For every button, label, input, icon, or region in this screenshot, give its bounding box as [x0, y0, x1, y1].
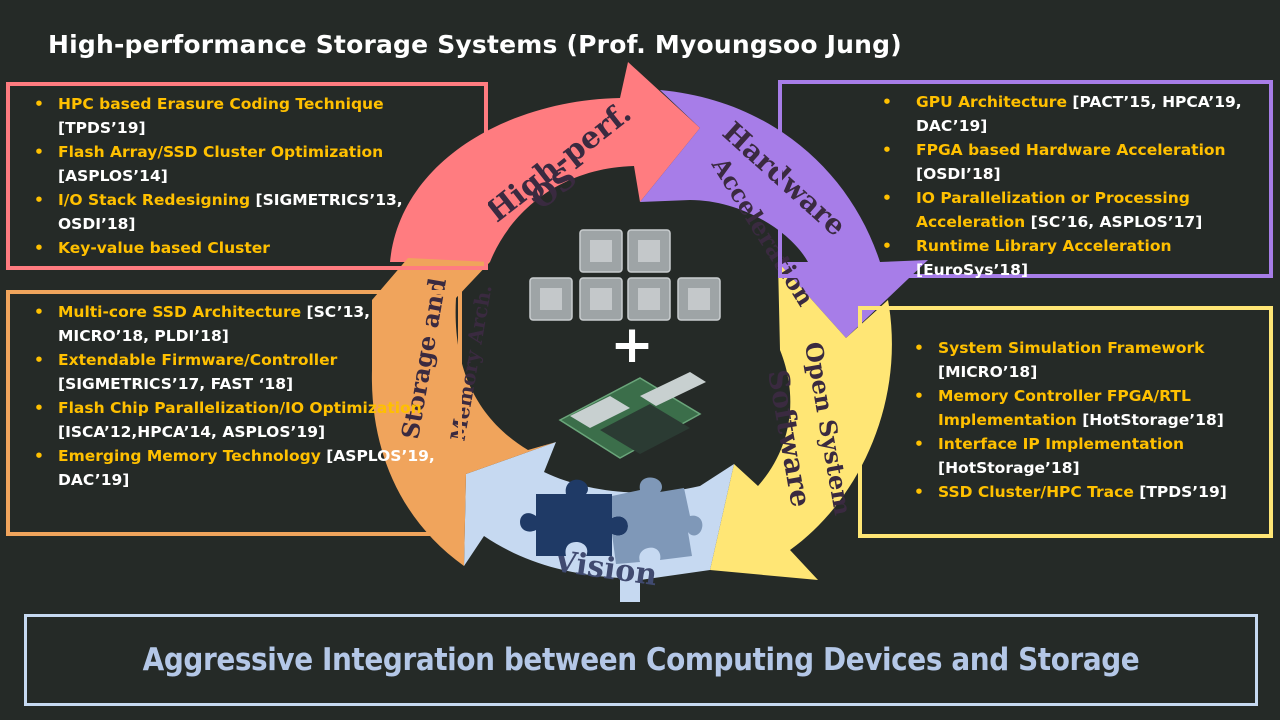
list-item: •Interface IP Implementation [HotStorage…	[914, 435, 1185, 477]
os-topics-box: •HPC based Erasure Coding Technique [TPD…	[6, 82, 488, 270]
list-item: •Emerging Memory Technology [ASPLOS’19, …	[34, 447, 435, 489]
page-title: High-performance Storage Systems (Prof. …	[48, 30, 902, 59]
footer-text: Aggressive Integration between Computing…	[142, 642, 1140, 678]
list-item: •Multi-core SSD Architecture [SC’13, MIC…	[34, 303, 371, 345]
list-item: •I/O Stack Redesigning [SIGMETRICS’13, O…	[34, 191, 403, 233]
list-item: •Flash Chip Parallelization/IO Optimizat…	[34, 399, 422, 441]
list-item: •SSD Cluster/HPC Trace [TPDS’19]	[914, 483, 1227, 501]
sw-arrow	[710, 262, 892, 580]
list-item: •Memory Controller FPGA/RTL Implementati…	[914, 387, 1224, 429]
os-arrow	[390, 62, 700, 262]
list-item: •Extendable Firmware/Controller [SIGMETR…	[34, 351, 338, 393]
list-item: •IO Parallelization or Processing Accele…	[882, 189, 1203, 231]
puzzle-pieces-icon	[520, 477, 703, 564]
hw-topics-box: •GPU Architecture [PACT’15, HPCA’19, DAC…	[778, 80, 1273, 279]
list-item: •GPU Architecture [PACT’15, HPCA’19, DAC…	[882, 93, 1242, 135]
memory-topics-list: •Multi-core SSD Architecture [SC’13, MIC…	[20, 300, 448, 492]
list-item: •HPC based Erasure Coding Technique [TPD…	[34, 95, 384, 137]
list-item: •System Simulation Framework [MICRO’18]	[914, 339, 1205, 381]
list-item: •Flash Array/SSD Cluster Optimization [A…	[34, 143, 384, 185]
list-item: •Runtime Library Acceleration [EuroSys’1…	[882, 237, 1172, 279]
memory-chips-icon	[558, 372, 706, 459]
software-topics-box: •System Simulation Framework [MICRO’18] …	[858, 306, 1273, 538]
mem-arrow	[371, 258, 556, 566]
memory-topics-box: •Multi-core SSD Architecture [SC’13, MIC…	[6, 290, 462, 536]
os-topics-list: •HPC based Erasure Coding Technique [TPD…	[20, 92, 474, 260]
software-topics-list: •System Simulation Framework [MICRO’18] …	[872, 336, 1259, 504]
hw-topics-list: •GPU Architecture [PACT’15, HPCA’19, DAC…	[792, 90, 1259, 282]
cpu-chips-icon	[529, 229, 721, 321]
footer-banner: Aggressive Integration between Computing…	[24, 614, 1258, 706]
plus-sign: +	[610, 315, 654, 375]
list-item: •FPGA based Hardware Acceleration [OSDI’…	[882, 141, 1226, 183]
list-item: •Key-value based Cluster	[34, 239, 270, 257]
